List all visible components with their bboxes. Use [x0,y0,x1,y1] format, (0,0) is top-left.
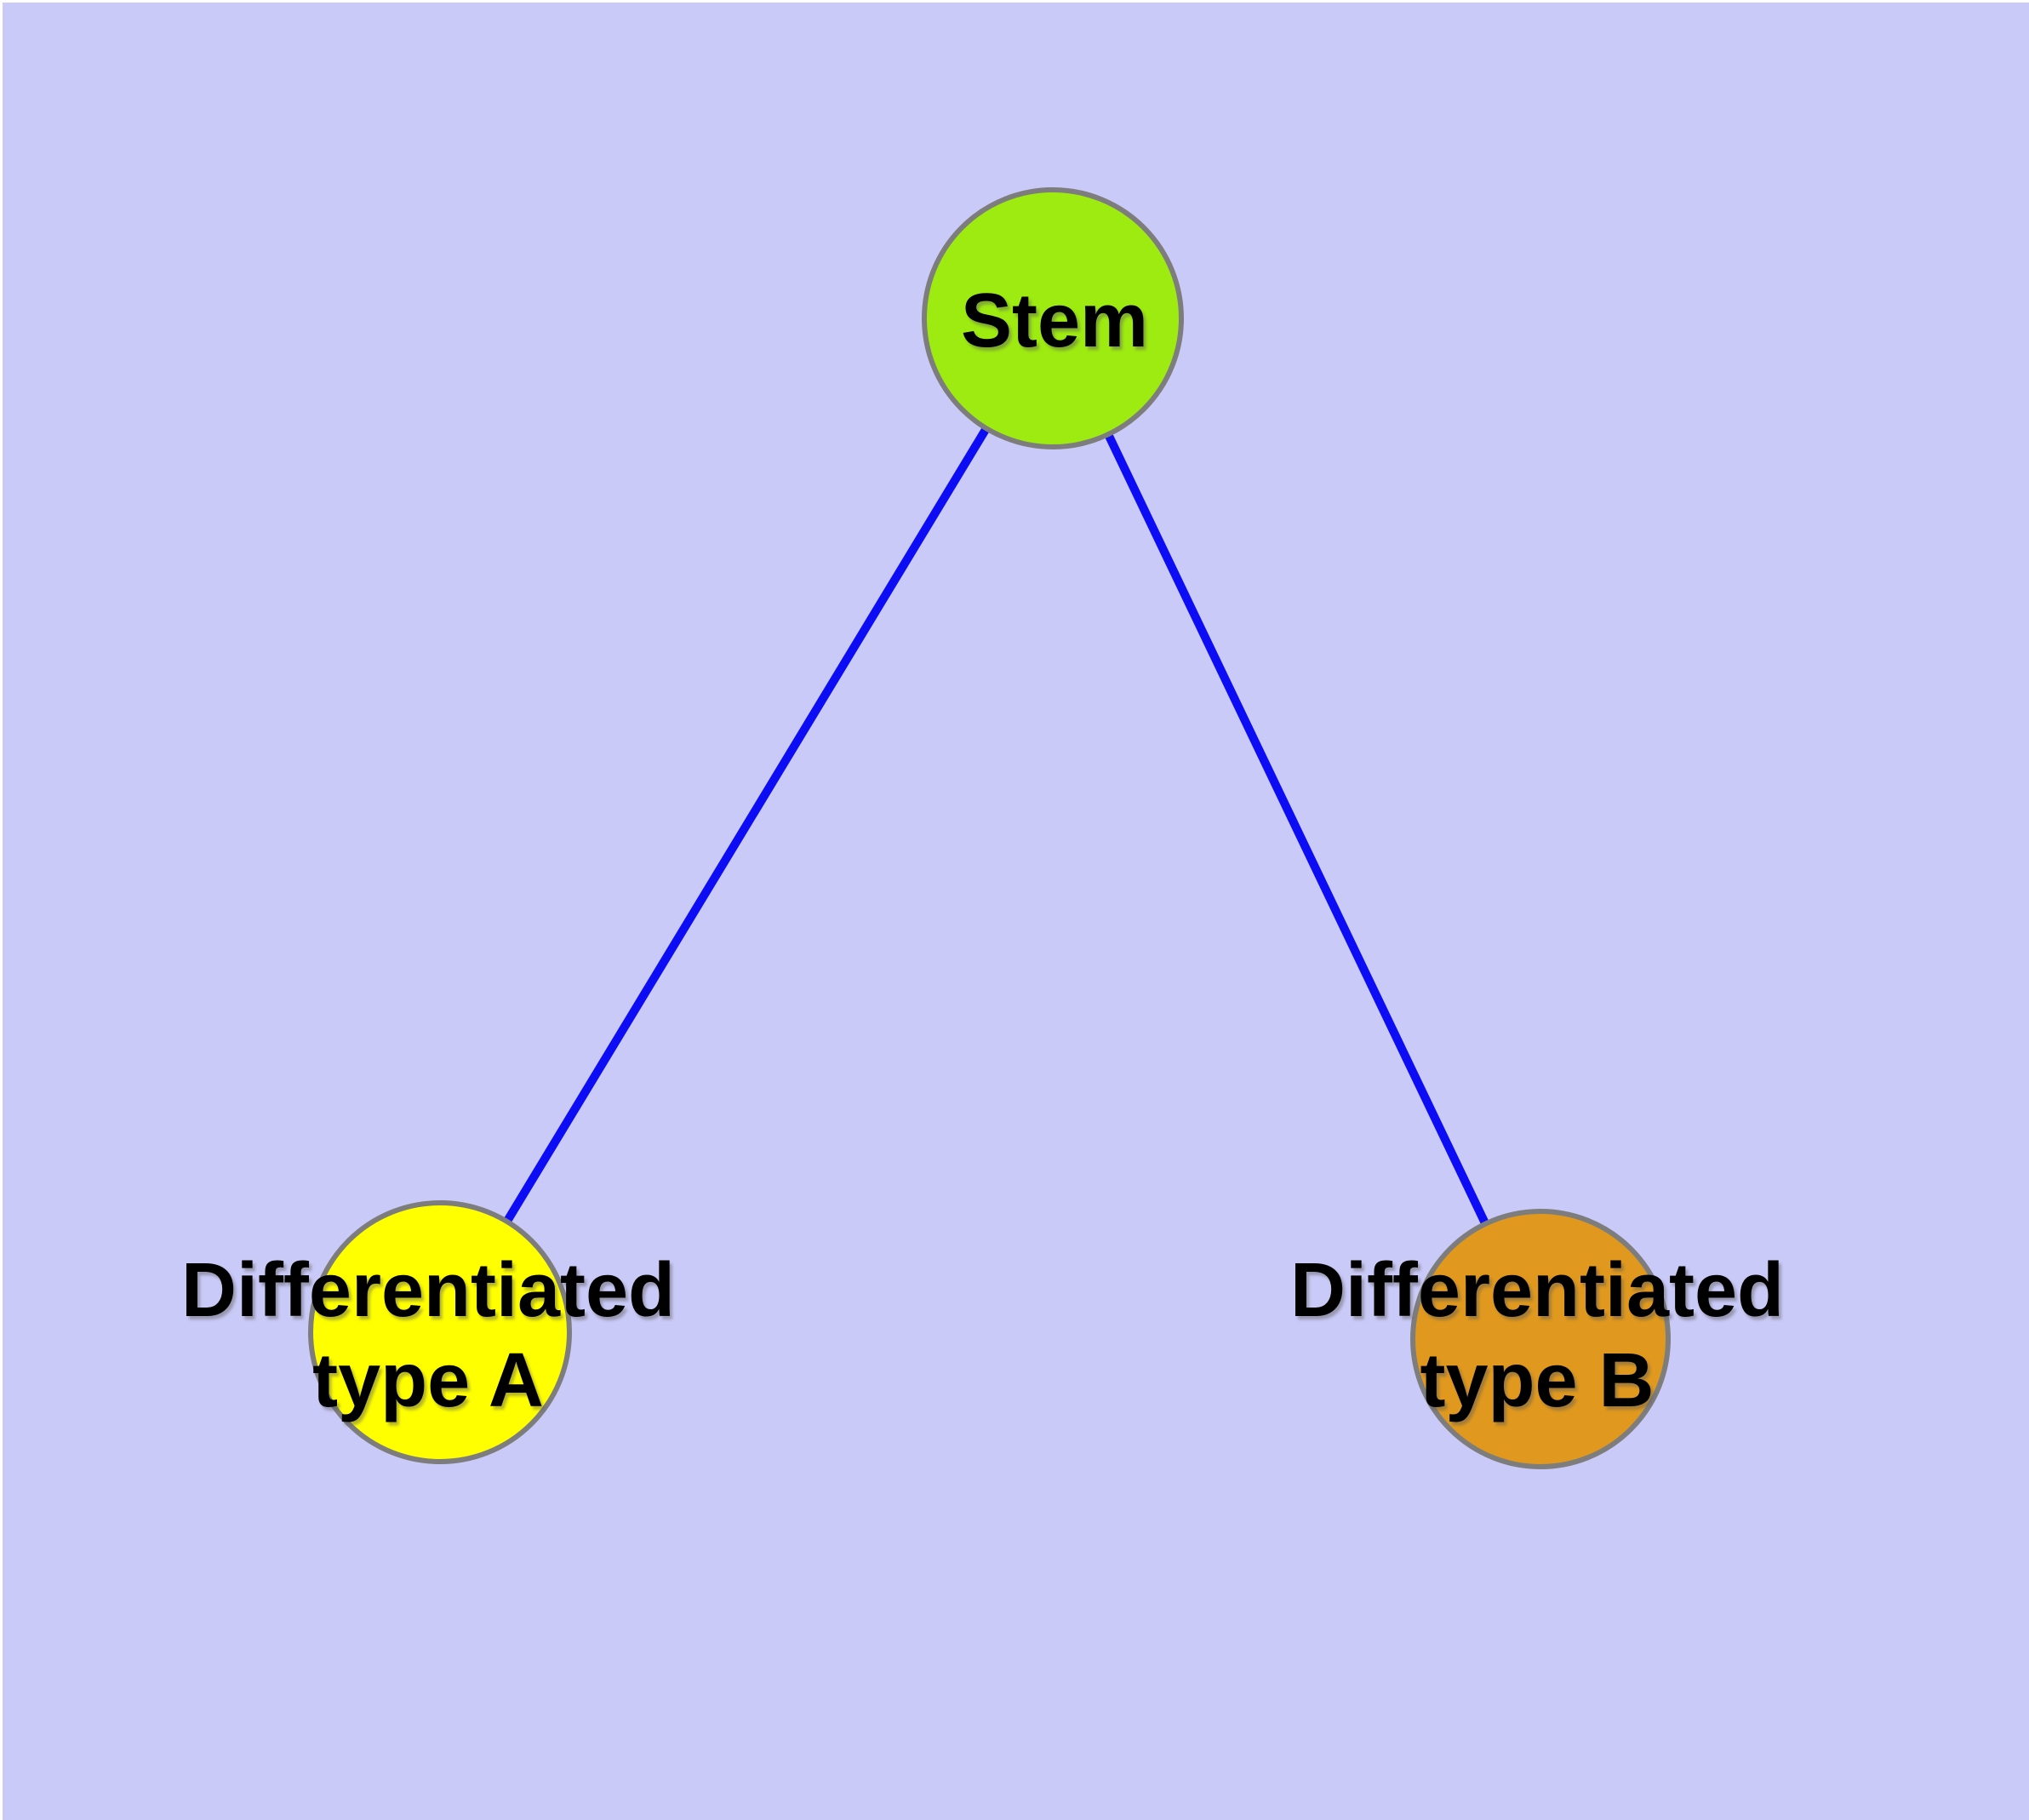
node-stem-circle [922,187,1184,449]
edge-stem-to-type-a [436,316,1057,1335]
node-differentiated-type-b: Differentiated type B [1290,1209,1784,1469]
edge-stem-to-type-b [1049,316,1545,1342]
node-type-a-label-line2: type A [312,1338,544,1423]
node-type-b-circle [1410,1209,1671,1469]
node-type-a-circle [308,1200,572,1464]
node-type-a-label-line1: Differentiated [181,1248,675,1333]
node-differentiated-type-a: Differentiated type A [181,1200,675,1464]
node-stem-label: Stem [961,278,1148,363]
edge-layer [436,316,1545,1342]
node-type-b-label-line2: type B [1420,1338,1654,1423]
node-type-b-label-line1: Differentiated [1290,1248,1784,1333]
node-stem: Stem [922,187,1184,449]
